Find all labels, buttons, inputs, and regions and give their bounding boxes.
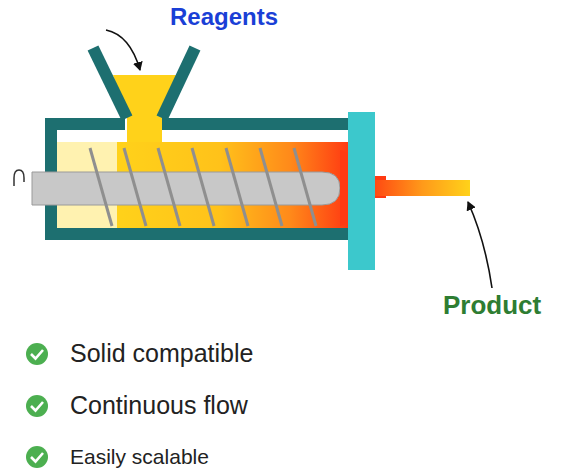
- feature-item: Solid compatible: [70, 340, 253, 368]
- screw-flight: [192, 148, 214, 226]
- input-label: Reagents: [170, 4, 278, 30]
- screw-flight: [294, 148, 316, 226]
- product-arrow: [468, 202, 492, 288]
- screw: [32, 148, 340, 226]
- screw-flight: [158, 148, 180, 226]
- screw-flight: [226, 148, 248, 226]
- screw-flight: [124, 148, 146, 226]
- rotation-arrow: [14, 170, 24, 186]
- output-label: Product: [443, 291, 541, 320]
- screw-flight: [260, 148, 282, 226]
- reagents-arrow: [106, 30, 140, 70]
- feature-item: Easily scalable: [70, 445, 209, 468]
- hopper: [93, 48, 195, 142]
- check-icon: [26, 343, 48, 468]
- screw-flight: [90, 148, 112, 226]
- die: [340, 112, 470, 270]
- feature-item: Continuous flow: [70, 392, 248, 420]
